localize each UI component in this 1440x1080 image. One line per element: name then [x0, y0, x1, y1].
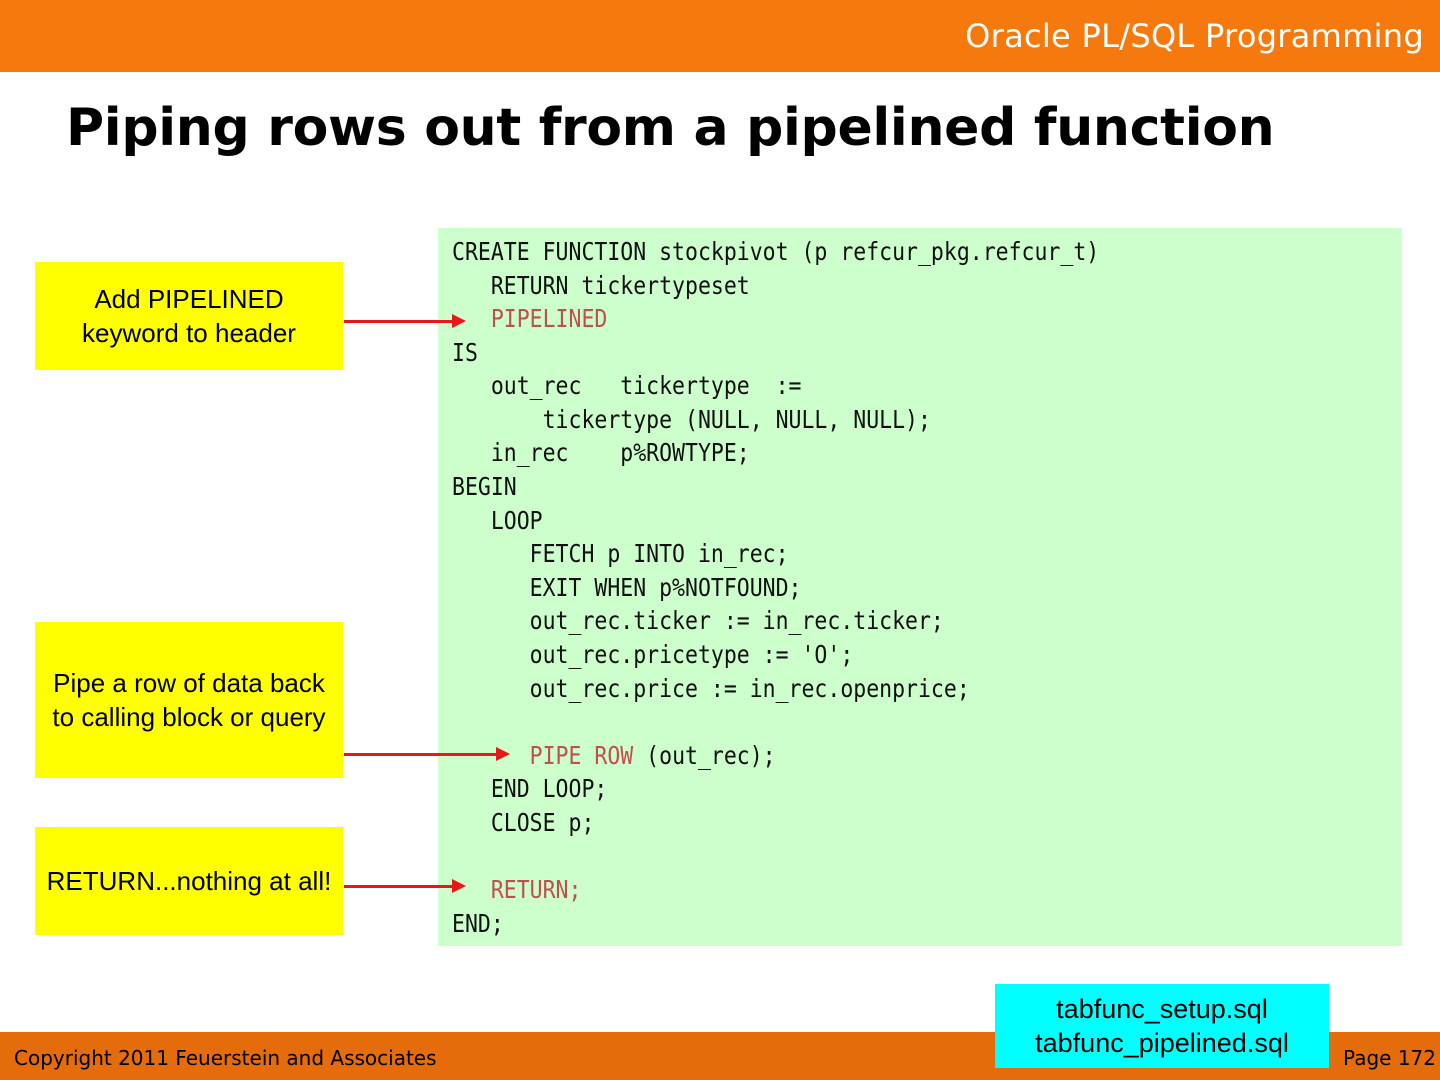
- code-line: LOOP: [452, 506, 543, 535]
- code-panel: CREATE FUNCTION stockpivot (p refcur_pkg…: [438, 228, 1402, 946]
- callout-return: RETURN...nothing at all!: [35, 827, 343, 935]
- code-line: out_rec.price := in_rec.openprice;: [452, 674, 970, 703]
- code-line: CLOSE p;: [452, 808, 595, 837]
- slide-title: Piping rows out from a pipelined functio…: [66, 98, 1275, 158]
- file-reference-box: tabfunc_setup.sql tabfunc_pipelined.sql: [995, 984, 1329, 1068]
- callout-pipelined: Add PIPELINED keyword to header: [35, 262, 343, 370]
- callout-pipe-row: Pipe a row of data back to calling block…: [35, 622, 343, 778]
- code-line: out_rec.ticker := in_rec.ticker;: [452, 606, 944, 635]
- code-line: BEGIN: [452, 472, 517, 501]
- code-line: END;: [452, 909, 504, 938]
- arrow-return: [344, 879, 466, 893]
- code-line: RETURN;: [452, 873, 582, 907]
- file-pipelined: tabfunc_pipelined.sql: [1035, 1028, 1289, 1058]
- file-setup: tabfunc_setup.sql: [1056, 994, 1268, 1024]
- pipe-row-keyword: PIPE ROW: [529, 741, 634, 770]
- code-line: PIPE ROW (out_rec);: [529, 741, 776, 770]
- code-line: PIPELINED: [452, 302, 608, 336]
- code-line: RETURN tickertypeset: [452, 271, 750, 300]
- arrow-pipelined: [344, 314, 466, 328]
- return-keyword: RETURN;: [490, 875, 582, 904]
- code-line: END LOOP;: [452, 774, 608, 803]
- code-line: in_rec p%ROWTYPE;: [452, 438, 750, 467]
- code-line: EXIT WHEN p%NOTFOUND;: [452, 573, 802, 602]
- code-line: IS: [452, 338, 478, 367]
- code-line: out_rec.pricetype := 'O';: [452, 640, 854, 669]
- code-line: tickertype (NULL, NULL, NULL);: [452, 405, 931, 434]
- arrow-pipe-row: [344, 747, 510, 761]
- page-number: Page 172: [1343, 1046, 1436, 1070]
- copyright-text: Copyright 2011 Feuerstein and Associates: [14, 1046, 437, 1070]
- header-bar: [0, 0, 1440, 72]
- code-line: FETCH p INTO in_rec;: [452, 539, 789, 568]
- code-line: CREATE FUNCTION stockpivot (p refcur_pkg…: [452, 237, 1100, 266]
- pipelined-keyword: PIPELINED: [490, 304, 608, 333]
- code-line: out_rec tickertype :=: [452, 371, 802, 400]
- course-title: Oracle PL/SQL Programming: [965, 17, 1424, 55]
